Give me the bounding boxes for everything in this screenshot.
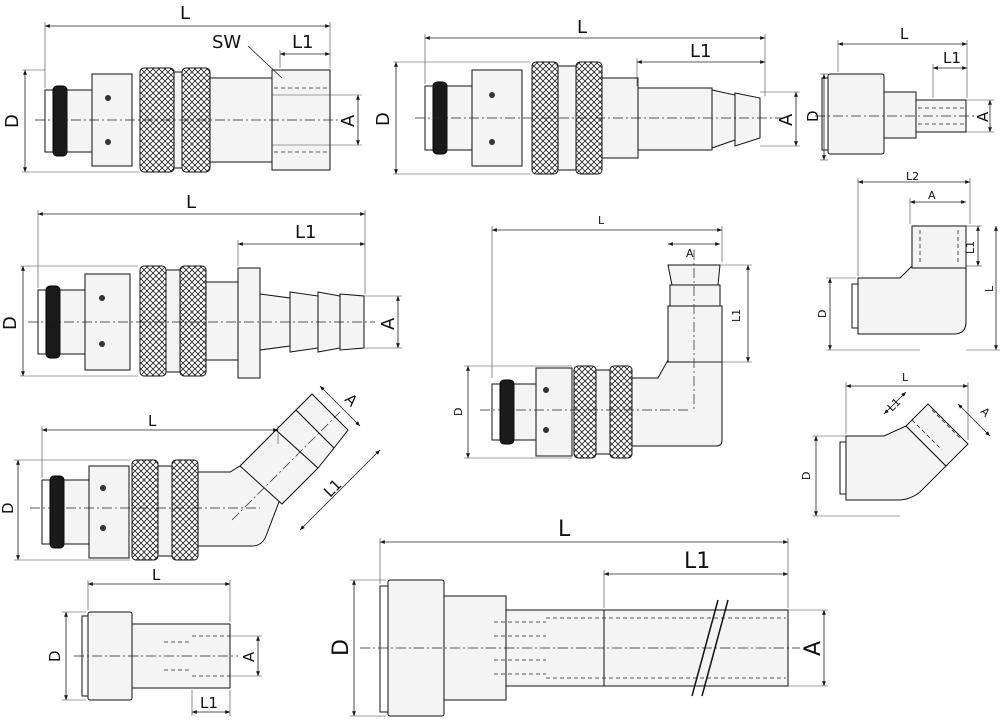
label-L: L (152, 566, 161, 584)
label-D: D (0, 316, 21, 330)
label-L1: L1 (295, 222, 316, 243)
label-A: A (974, 111, 992, 122)
label-L: L (558, 517, 571, 542)
label-L1: L1 (730, 309, 743, 322)
label-D: D (452, 408, 465, 416)
label-L: L (186, 192, 196, 213)
fig-elbow-90-thread: L2 A L1 L D (816, 170, 1000, 351)
fig-female-thread-coupling: L L1 SW D A (2, 3, 362, 173)
fig-hose-barb-coupling: L L1 D A (373, 17, 800, 175)
fig-female-thread-small: L L1 D A (46, 566, 262, 716)
label-A: A (978, 405, 993, 420)
label-A: A (776, 113, 797, 126)
label-A: A (338, 114, 359, 127)
label-D: D (46, 650, 64, 662)
label-D: D (0, 502, 17, 514)
label-L: L (180, 3, 190, 24)
label-SW: SW (212, 32, 241, 53)
label-D: D (373, 112, 394, 126)
fig-hose-tail-coupling: L L1 D A (0, 192, 402, 379)
label-A: A (801, 641, 826, 656)
label-D: D (800, 472, 813, 480)
label-L1: L1 (292, 32, 313, 53)
label-L1: L1 (320, 475, 345, 500)
label-D: D (816, 310, 829, 318)
label-L: L (900, 25, 909, 43)
fig-angle-45-thread: L L1 A D (800, 371, 993, 517)
label-L2: L2 (906, 170, 919, 183)
label-L-vertical: L (983, 285, 996, 292)
fig-angle-45-barb: L L1 A D (0, 385, 381, 561)
label-D: D (804, 110, 822, 122)
label-L: L (577, 17, 587, 38)
label-D: D (329, 639, 354, 656)
label-A: A (928, 189, 936, 202)
label-L1: L1 (690, 41, 711, 62)
label-A: A (378, 317, 399, 330)
label-D: D (2, 114, 23, 128)
fig-long-male-thread: L L1 D A (329, 517, 828, 717)
fig-male-thread-small: L L1 D A (804, 25, 994, 161)
label-L1: L1 (885, 396, 903, 414)
label-A: A (686, 247, 694, 260)
label-A: A (240, 651, 258, 662)
fig-elbow-90-barb: L A L1 D (452, 214, 752, 459)
label-L1: L1 (200, 694, 218, 712)
label-L1: L1 (964, 241, 977, 254)
label-L: L (148, 412, 157, 430)
label-L1: L1 (943, 49, 961, 67)
label-L: L (902, 371, 909, 384)
label-A: A (341, 390, 362, 411)
label-L1: L1 (684, 549, 710, 574)
label-L: L (598, 214, 605, 227)
